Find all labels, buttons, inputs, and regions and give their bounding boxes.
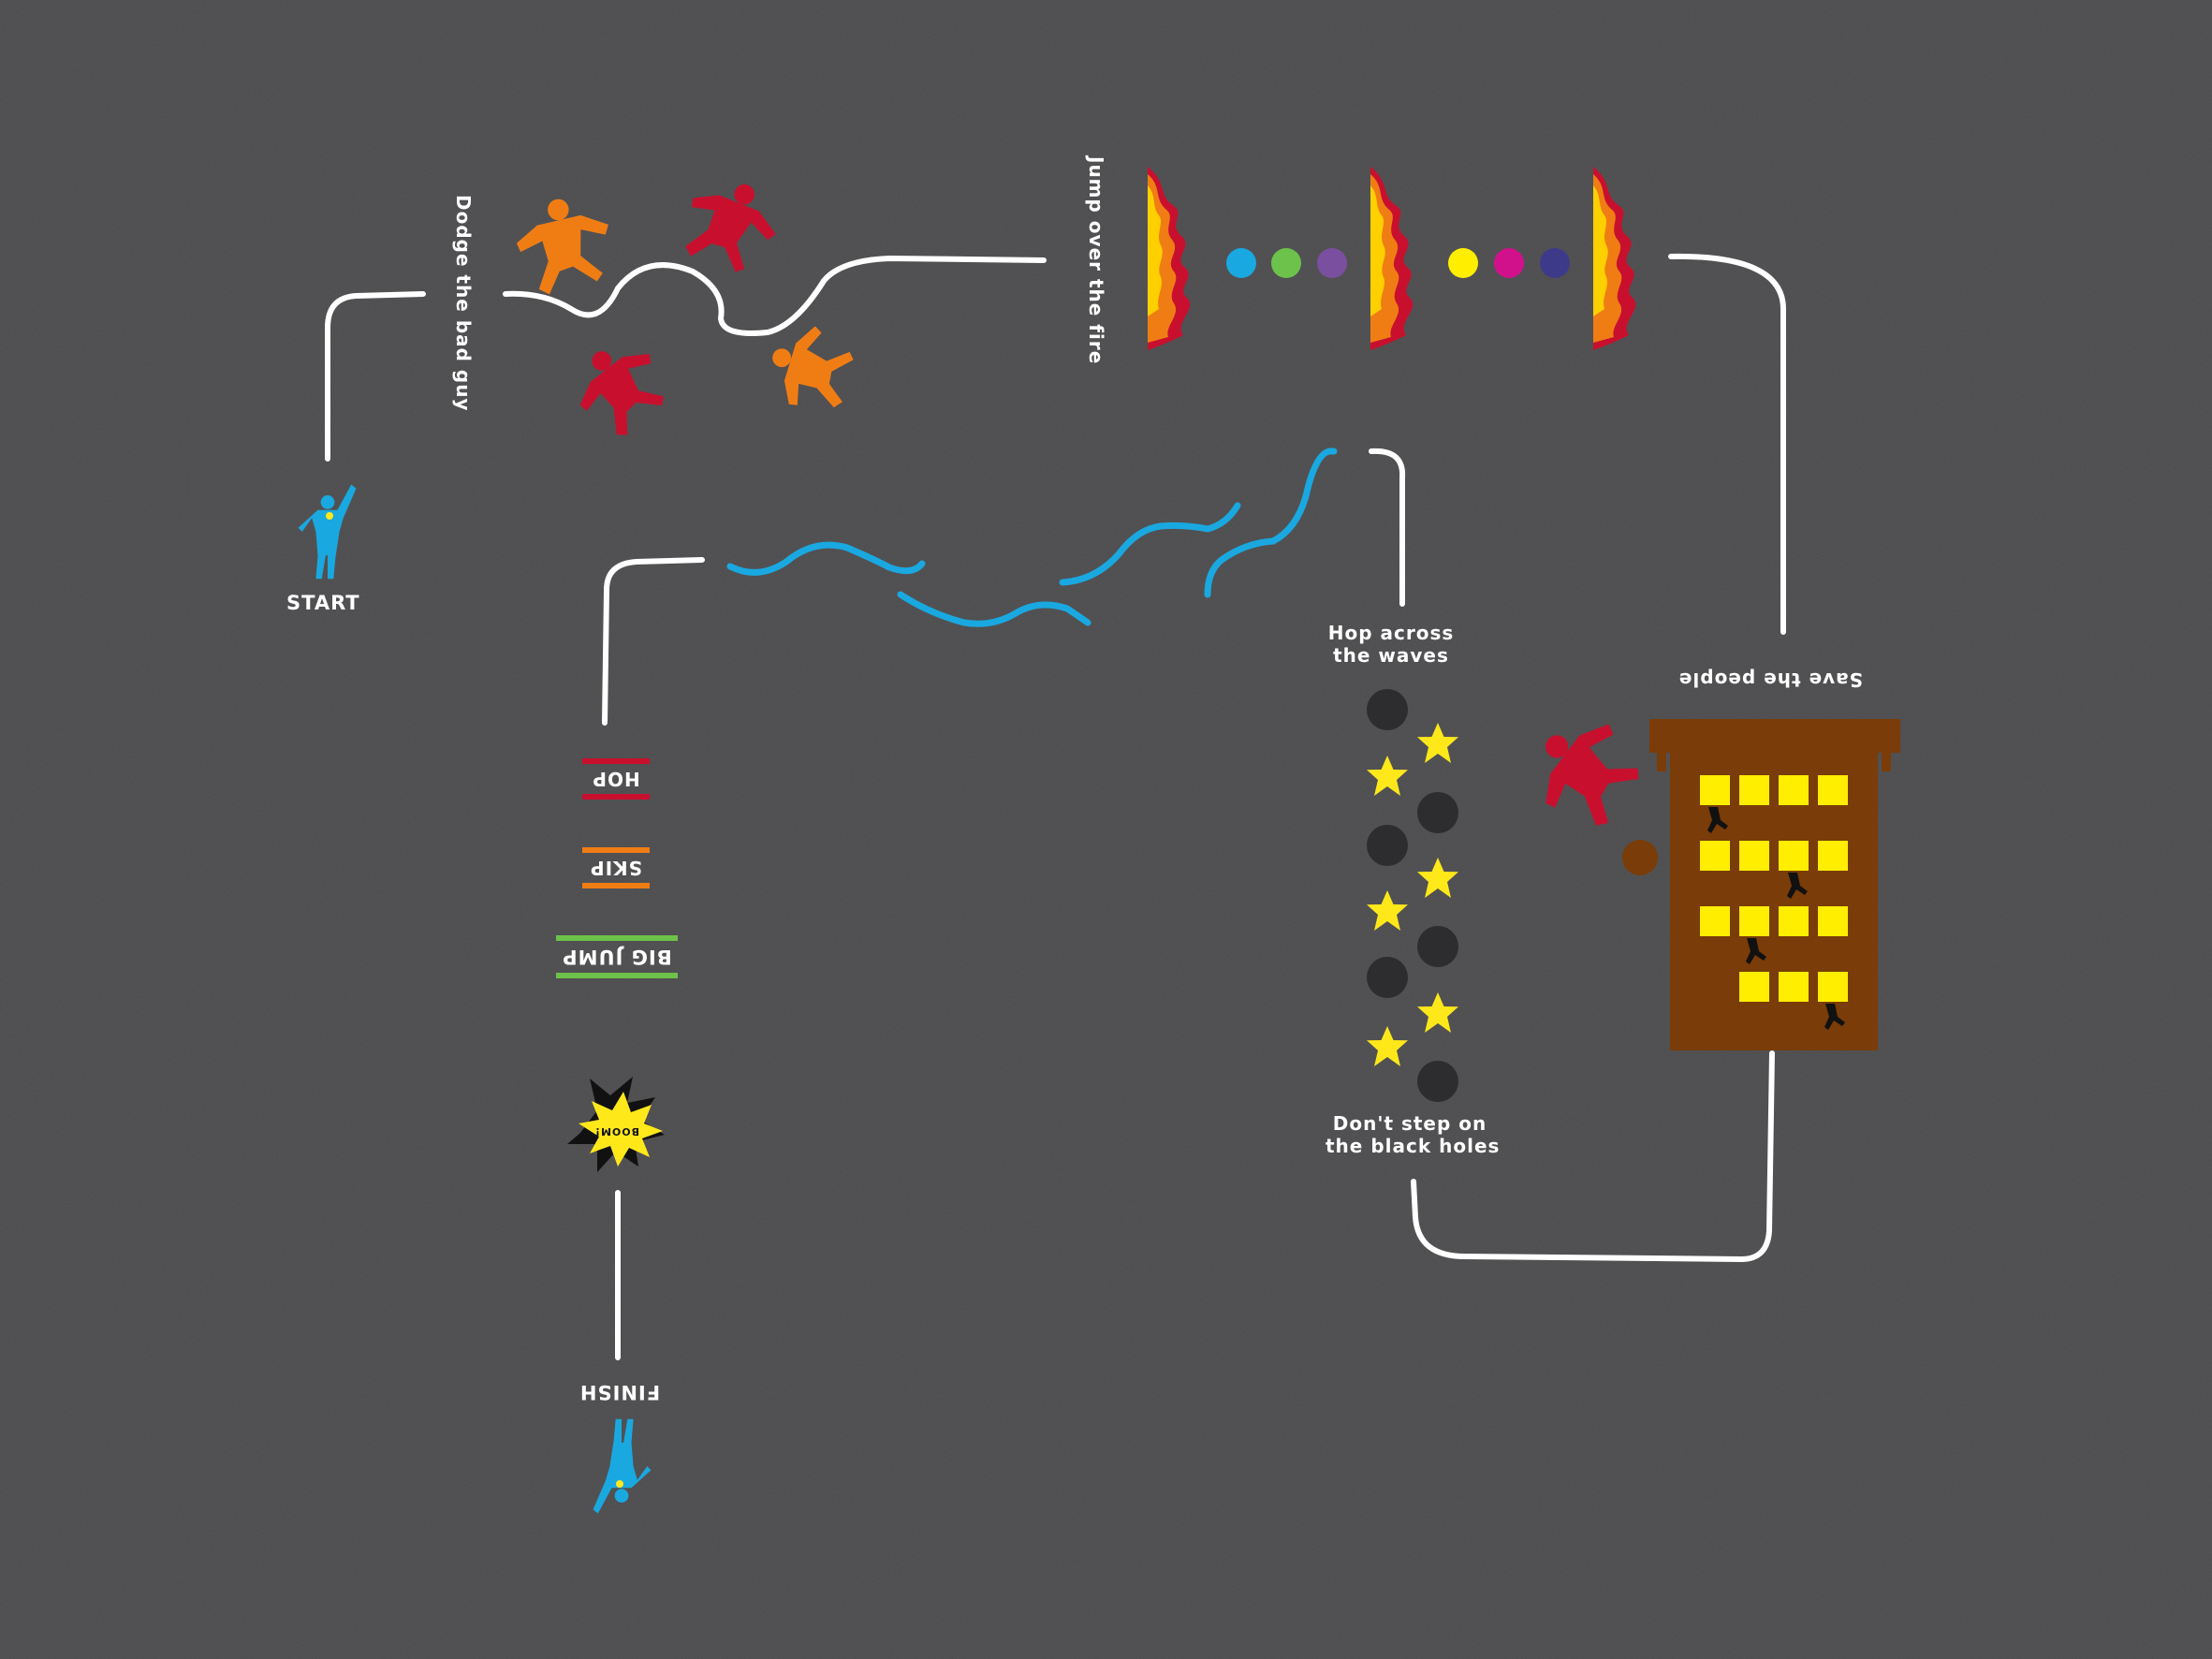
black-hole-icon	[1367, 689, 1458, 1102]
big-jump-label: BIG JUMP	[562, 946, 672, 968]
black-holes-label-line2: the black holes	[1326, 1135, 1501, 1157]
superhero-icon	[298, 484, 357, 580]
hop-waves-label-line2: the waves	[1333, 644, 1449, 667]
stepping-dot	[1494, 248, 1524, 278]
skip-bars	[582, 847, 650, 888]
stepping-dot	[1271, 248, 1301, 278]
course-path	[325, 253, 1786, 1360]
black-holes-label-line1: Don't step on	[1332, 1112, 1487, 1135]
stepping-dot	[1226, 248, 1256, 278]
hop-label: HOP	[592, 768, 640, 790]
save-people-label: Save the people	[1677, 668, 1863, 691]
skip-label: SKIP	[590, 857, 643, 879]
jump-fire-label: Jump over the fire	[1085, 156, 1107, 365]
big-jump-bars	[556, 935, 678, 978]
stepping-dots	[1226, 248, 1570, 278]
boom-icon	[567, 1077, 665, 1172]
hop-waves-label-line1: Hop across	[1327, 622, 1455, 644]
stepping-dot	[1317, 248, 1347, 278]
building-icon	[1622, 719, 1900, 1050]
finish-label: FINISH	[579, 1381, 661, 1403]
stepping-dot	[1540, 248, 1570, 278]
superhero-icon	[593, 1418, 652, 1514]
stepping-dot	[1448, 248, 1478, 278]
wave-lines	[726, 448, 1338, 627]
boom-label: BOOM!	[593, 1125, 640, 1138]
hop-bars	[582, 758, 650, 800]
start-label: START	[286, 592, 360, 614]
dodge-label: Dodge the bad guy	[452, 195, 475, 412]
